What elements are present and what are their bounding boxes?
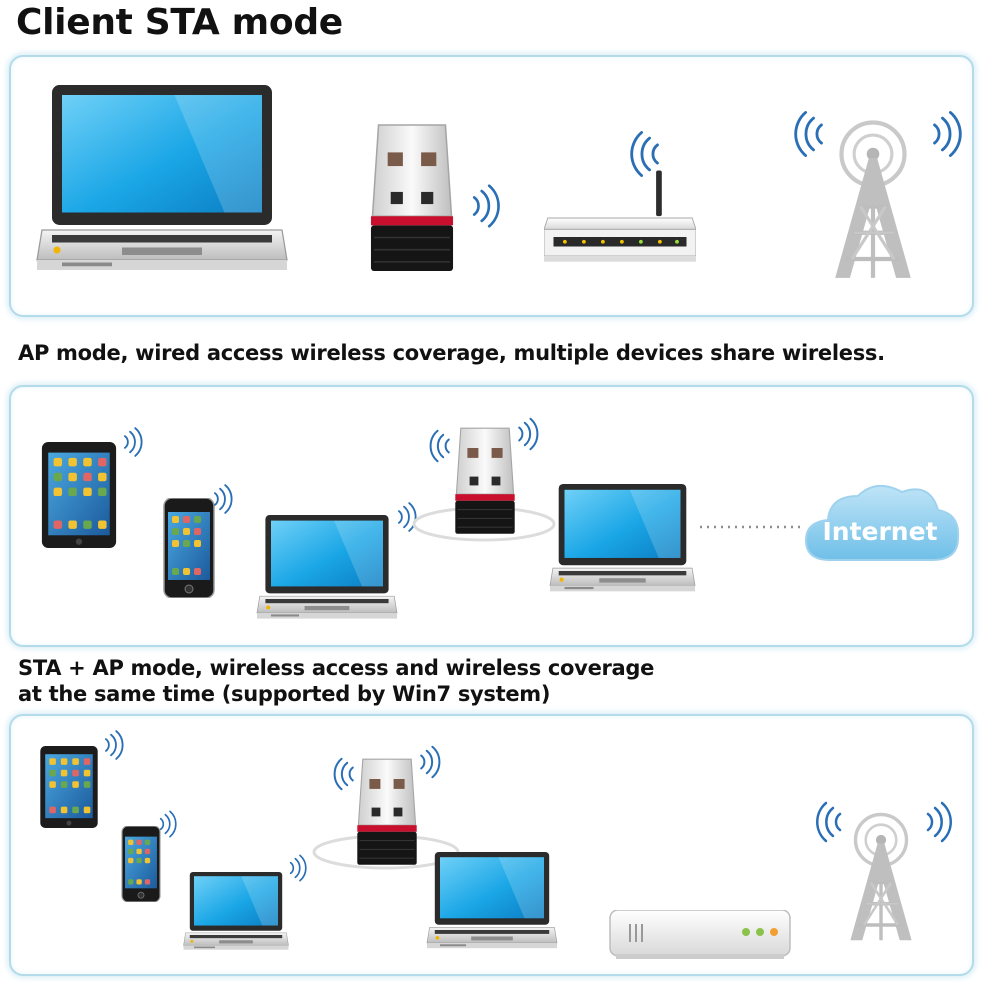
wifi-signal-icon	[289, 854, 307, 882]
wifi-signal-icon	[333, 757, 354, 791]
wifi-signal-icon	[630, 130, 660, 178]
tablet-icon	[40, 746, 98, 828]
usb-wifi-adapter-icon	[454, 427, 516, 535]
wifi-signal-icon	[794, 110, 824, 158]
laptop-icon	[549, 484, 696, 593]
wifi-signal-icon	[815, 801, 842, 843]
heading-ap-mode: AP mode, wired access wireless coverage,…	[18, 341, 885, 365]
wifi-signal-icon	[472, 184, 501, 228]
laptop-icon	[182, 872, 290, 951]
wifi-signal-icon	[397, 502, 417, 532]
wifi-signal-icon	[926, 801, 953, 843]
wifi-signal-icon	[429, 429, 450, 463]
heading-sta-ap-line-1: STA + AP mode, wireless access and wirel…	[18, 656, 655, 680]
smartphone-icon	[163, 498, 215, 598]
usb-wifi-adapter-icon	[356, 758, 418, 866]
wifi-signal-icon	[104, 730, 124, 760]
laptop-icon	[256, 515, 398, 620]
internet-cloud-icon: Internet	[804, 485, 960, 561]
usb-wifi-adapter-icon	[369, 124, 455, 272]
modem-icon	[608, 910, 792, 960]
heading-client-sta-mode: Client STA mode	[16, 2, 343, 43]
wifi-signal-icon	[518, 417, 539, 451]
wifi-signal-icon	[213, 484, 233, 514]
wifi-signal-icon	[159, 810, 177, 838]
broadcast-tower-icon	[848, 812, 914, 942]
wireless-router-icon	[544, 169, 696, 263]
wifi-signal-icon	[932, 110, 962, 158]
heading-sta-ap-line-2: at the same time (supported by Win7 syst…	[18, 682, 551, 706]
broadcast-tower-icon	[835, 123, 911, 278]
tablet-icon	[41, 442, 117, 548]
smartphone-icon	[121, 826, 161, 902]
laptop-icon	[35, 85, 289, 272]
wifi-signal-icon	[123, 427, 143, 457]
wifi-signal-icon	[420, 745, 441, 779]
heading-sta-ap-mode: STA + AP mode, wireless access and wirel…	[18, 655, 654, 707]
internet-label: Internet	[822, 517, 937, 546]
laptop-icon	[426, 852, 558, 949]
